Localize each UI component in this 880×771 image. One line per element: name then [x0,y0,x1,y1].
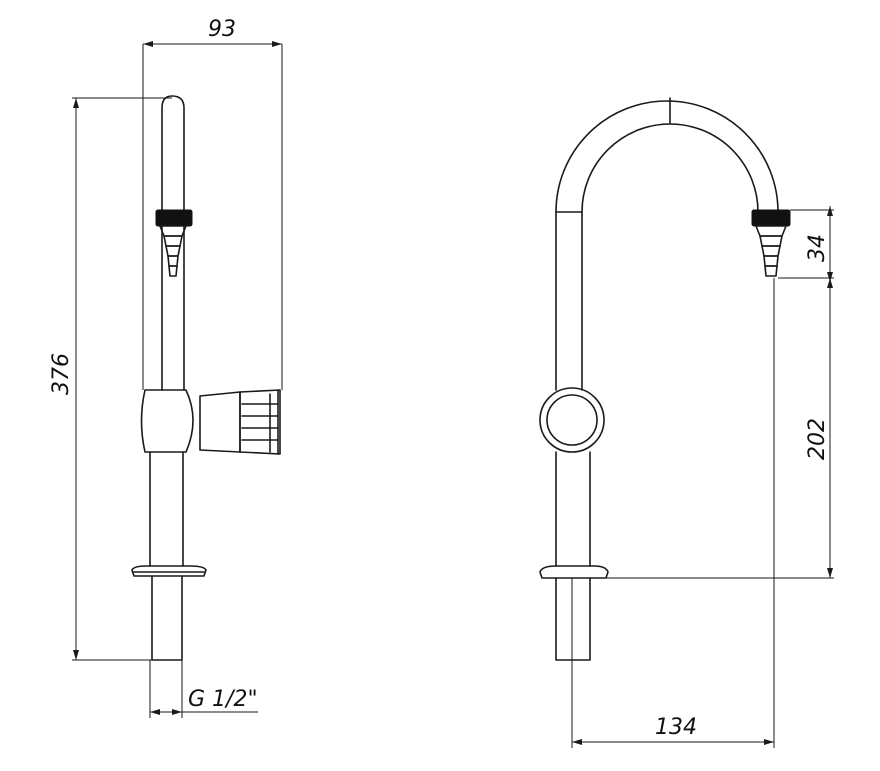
front-flange [539,565,609,579]
dim-thread: G 1/2" [188,687,258,712]
side-handle [199,389,281,455]
front-shank [555,577,591,661]
side-flange [131,565,207,577]
front-hose-barb [755,225,787,277]
side-nozzle-nut [155,209,193,227]
dim-front-reach: 134 [655,715,697,740]
side-hose-barb [159,225,187,277]
dim-side-width: 93 [208,17,236,42]
side-view: 93 376 G 1/2" [49,17,283,718]
front-valve-handle [539,387,605,453]
front-view: 34 202 134 [539,97,834,748]
front-nozzle-nut [751,209,791,227]
side-shank [151,575,183,661]
side-valve-body [140,389,194,453]
front-gooseneck [555,100,779,391]
dim-side-height: 376 [49,353,74,395]
dim-front-height: 202 [805,418,830,460]
dim-front-nozzle: 34 [805,234,830,262]
